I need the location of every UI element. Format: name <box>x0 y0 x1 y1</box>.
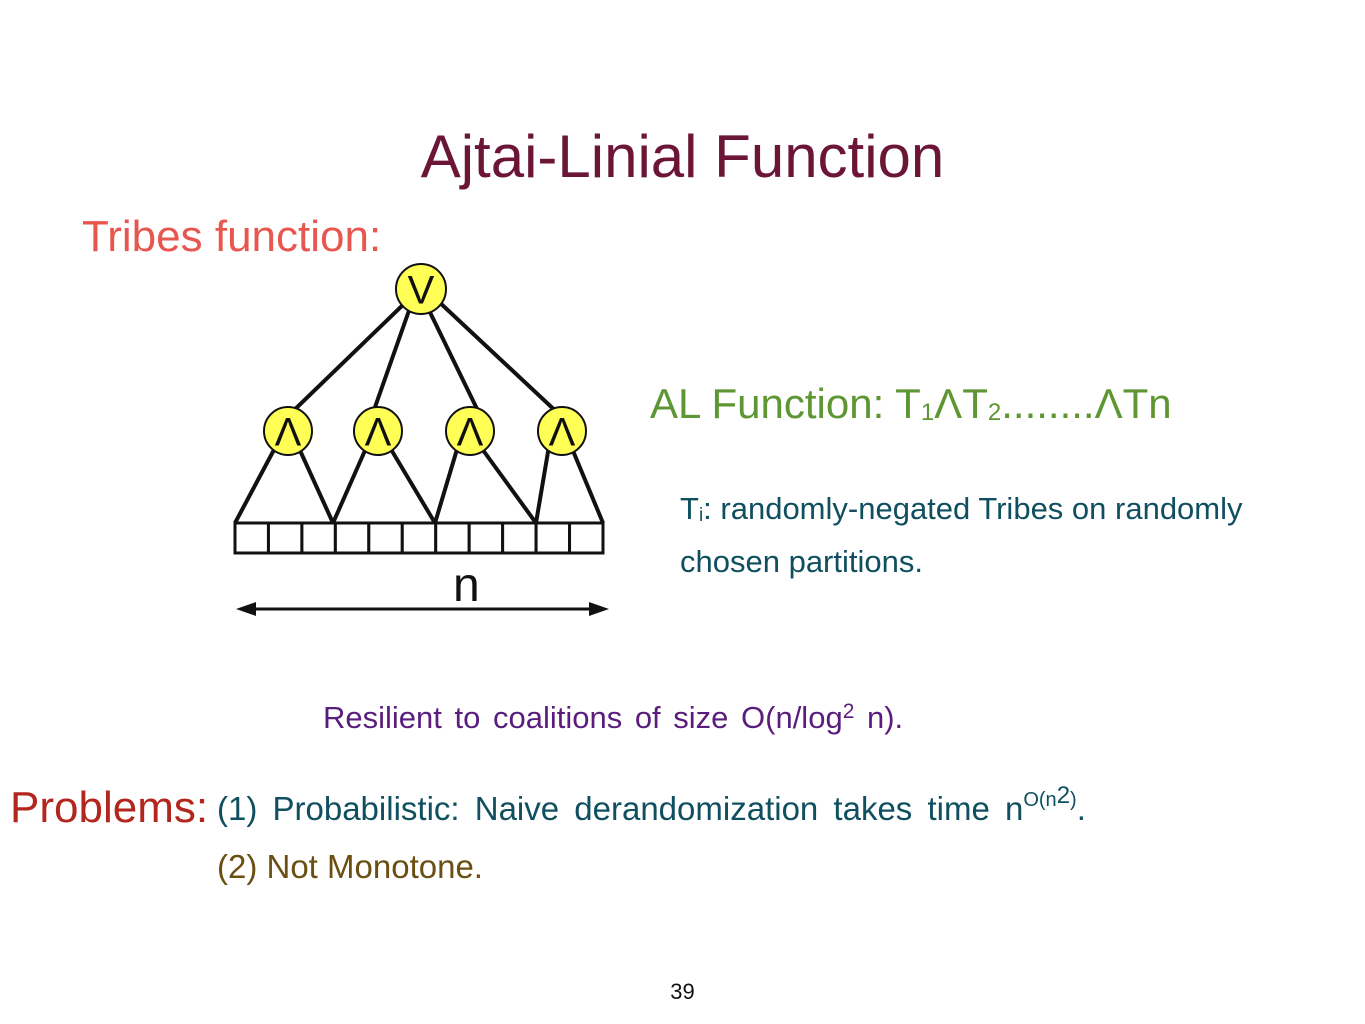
slide-title: Ajtai-Linial Function <box>420 123 945 190</box>
al-function-formula: AL Function: T1ΛT2........ΛTn <box>650 380 1172 428</box>
input-cell <box>534 521 572 555</box>
input-cell <box>300 521 337 555</box>
input-cell <box>266 521 304 555</box>
resilient-after: n). <box>854 700 904 735</box>
resilience-statement: Resilient to coalitions of size O(n/log2… <box>323 700 903 736</box>
or-gate-label: V <box>408 268 435 312</box>
edge-root-and4 <box>435 298 563 418</box>
and-gate-2-label: Λ <box>365 410 392 454</box>
input-cell <box>434 521 471 555</box>
and-gate-3-label: Λ <box>457 410 484 454</box>
edge-root-and3 <box>423 301 481 414</box>
input-cell <box>333 521 371 555</box>
and-gate-4-circle <box>537 406 587 456</box>
edge-and3-right <box>478 444 538 525</box>
al-mid: ΛT <box>934 380 988 427</box>
ti-line2: chosen partitions. <box>680 544 923 579</box>
and-gate-3-circle <box>445 406 495 456</box>
ti-line1: : randomly-negated Tribes on randomly <box>703 491 1243 526</box>
ti-sub: i <box>698 505 704 526</box>
input-cell <box>400 521 438 555</box>
edge-and4-right <box>569 445 605 524</box>
input-cell <box>568 521 605 555</box>
and-gate-1-label: Λ <box>275 410 302 454</box>
problem-1-sup-c: ) <box>1070 789 1077 811</box>
problem-1-sup-a: O(n <box>1023 789 1057 811</box>
or-gate-circle <box>395 263 447 315</box>
al-sub-1: 1 <box>920 399 935 426</box>
edge-root-and1 <box>285 298 410 419</box>
ti-t: T <box>680 491 699 526</box>
and-gate-2-circle <box>353 406 403 456</box>
length-arrow <box>236 602 609 616</box>
problem-1-text: (1) Probabilistic: Naive derandomization… <box>217 790 1024 827</box>
problem-1: (1) Probabilistic: Naive derandomization… <box>217 782 1086 828</box>
edge-and1-left <box>233 445 278 524</box>
edge-and3-left <box>433 445 460 524</box>
al-sub-2: 2 <box>987 399 1002 426</box>
edge-and4-left <box>534 445 551 524</box>
input-length-label: n <box>453 559 480 612</box>
edge-root-and2 <box>372 301 414 411</box>
input-array <box>233 521 605 555</box>
edge-and2-right <box>387 444 437 525</box>
edge-and1-right <box>296 445 335 524</box>
ti-description: Ti: randomly-negated Tribes on randomly c… <box>680 486 1243 585</box>
input-cell <box>233 521 270 555</box>
input-cell <box>367 521 404 555</box>
edge-and2-left <box>331 445 369 524</box>
problem-1-sup-b: 2 <box>1056 782 1071 809</box>
resilient-sup: 2 <box>842 700 855 723</box>
page-number: 39 <box>670 979 695 1004</box>
and-gate-1-circle <box>263 406 313 456</box>
al-suffix: ........ΛTn <box>1001 380 1172 427</box>
problems-label: Problems: <box>10 783 209 832</box>
problem-1-end: . <box>1076 790 1086 827</box>
al-prefix: AL Function: T <box>650 380 921 427</box>
input-cell <box>467 521 505 555</box>
tribes-function-label: Tribes function: <box>82 212 382 261</box>
input-cell <box>501 521 538 555</box>
problem-2: (2) Not Monotone. <box>217 848 483 885</box>
and-gate-4-label: Λ <box>549 410 576 454</box>
resilient-before: Resilient to coalitions of size O(n/log <box>323 700 843 735</box>
